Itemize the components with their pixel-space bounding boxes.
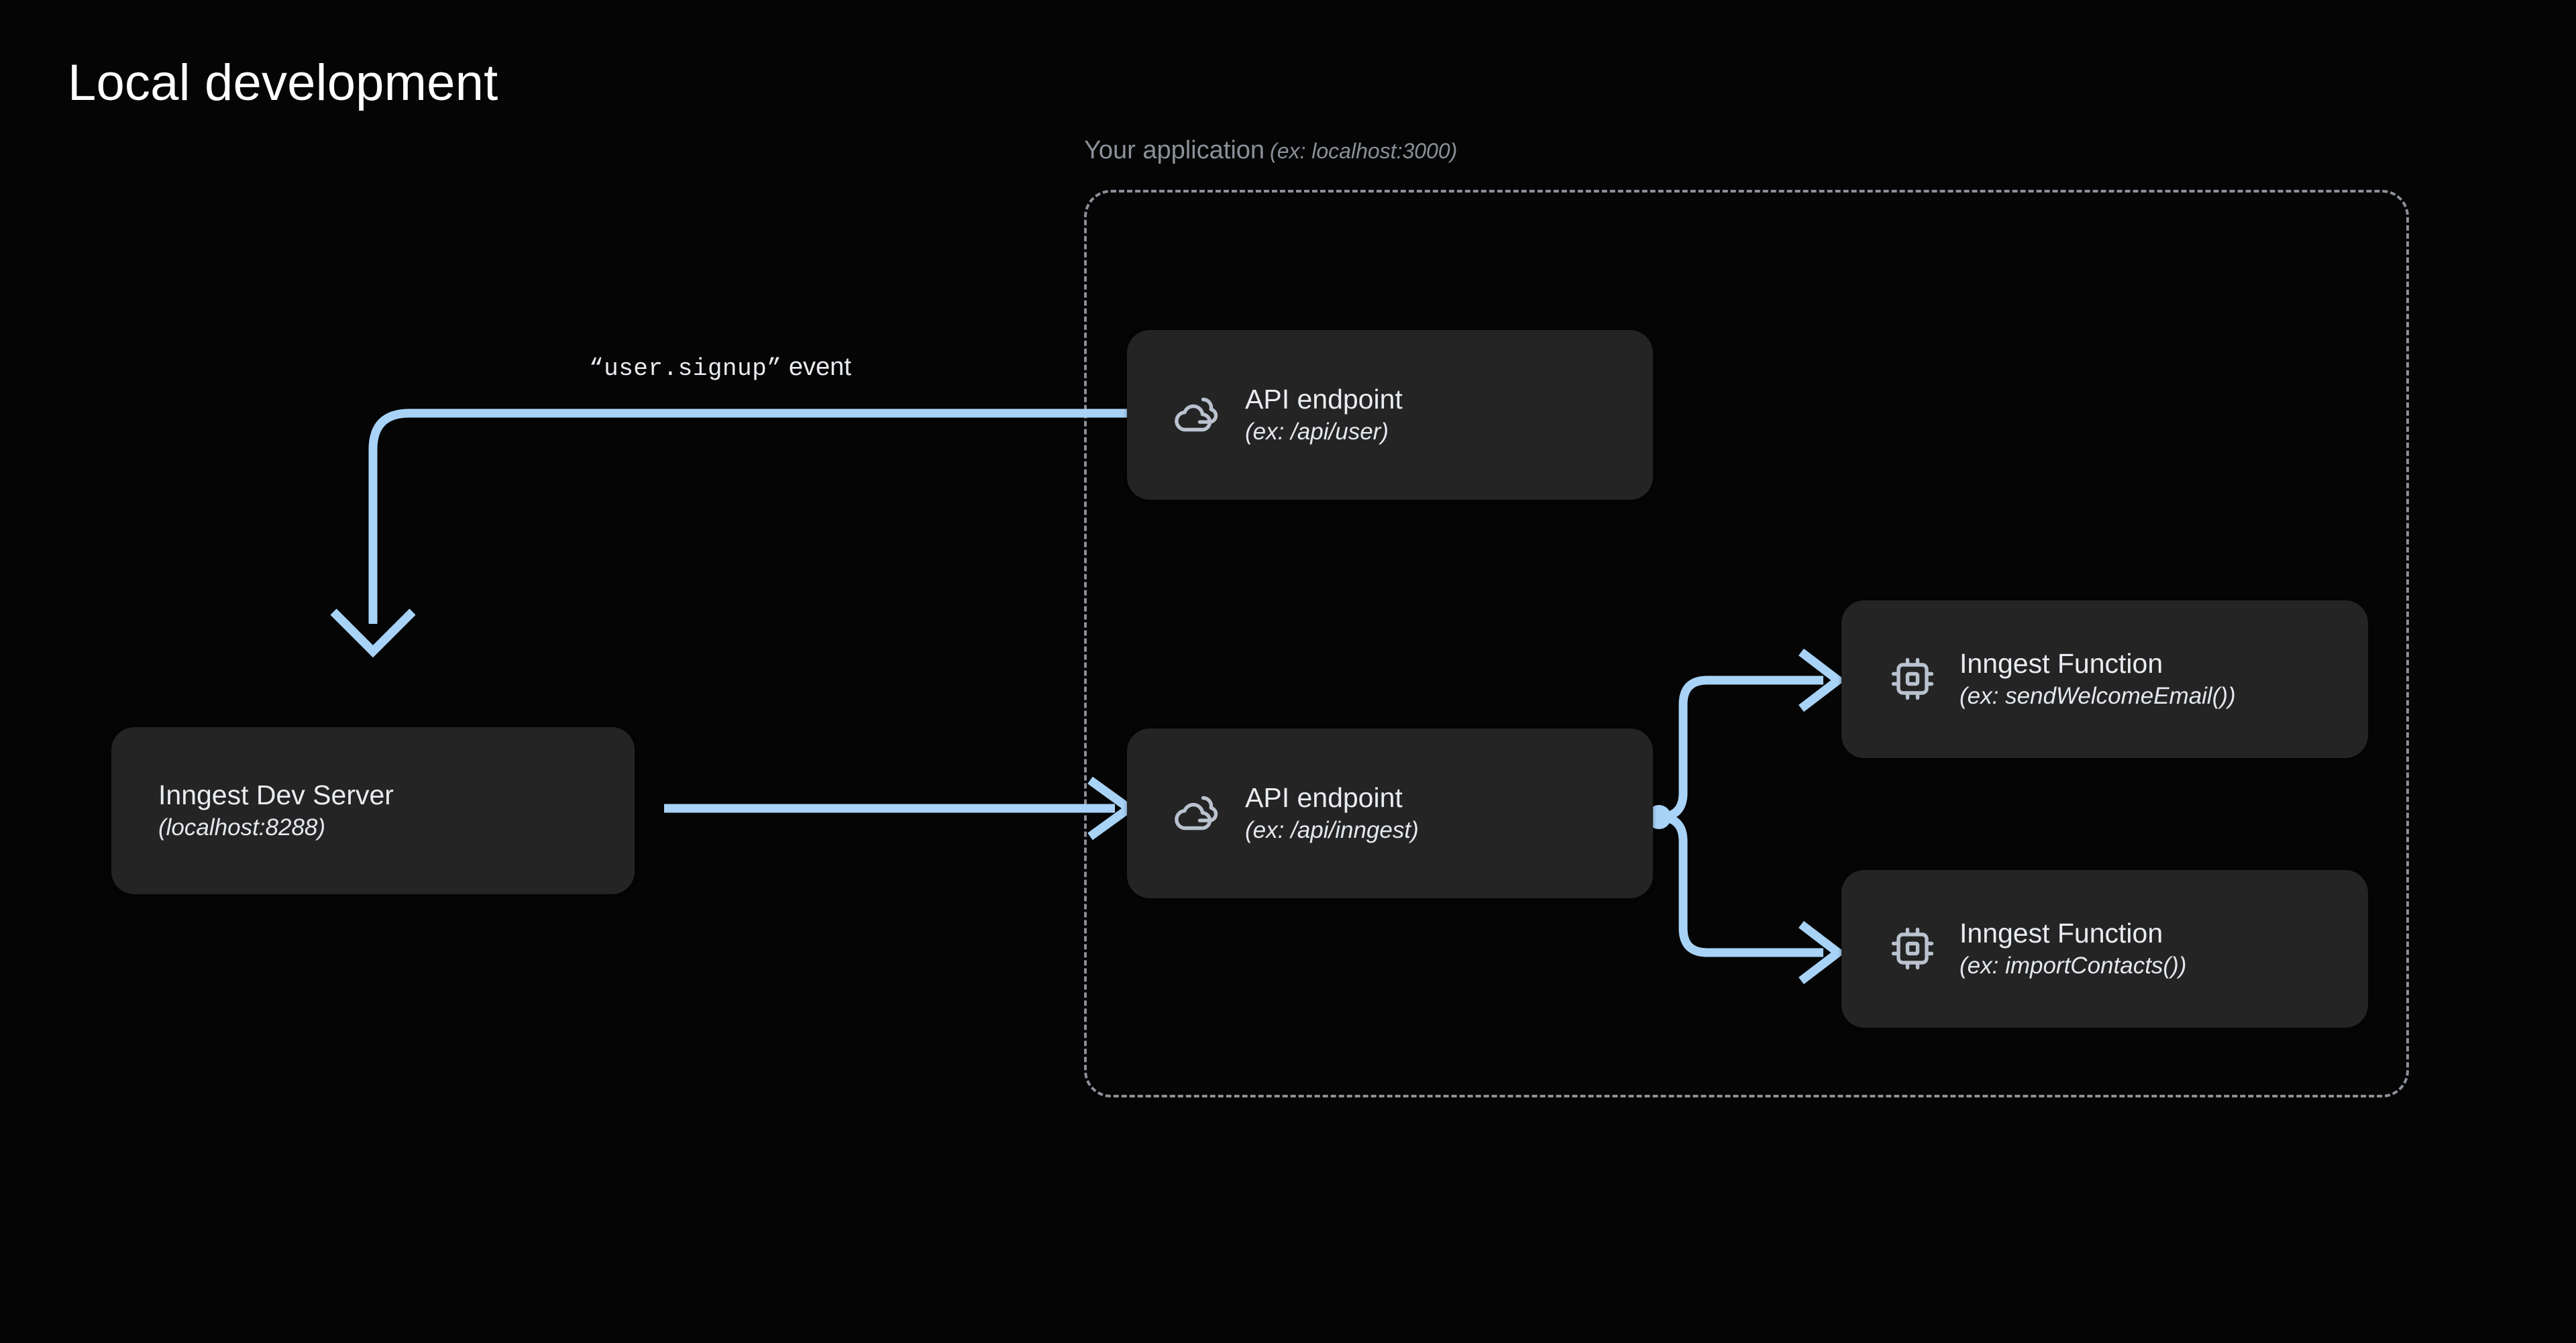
node-api-endpoint-inngest[interactable]: API endpoint (ex: /api/inngest) <box>1127 729 1653 898</box>
application-boundary <box>1084 190 2409 1097</box>
event-label: “user.signup” event <box>589 354 851 381</box>
app-container-label-hint: (ex: localhost:3000) <box>1270 139 1458 163</box>
node-inngest-dev-server[interactable]: Inngest Dev Server (localhost:8288) <box>111 727 635 894</box>
node-api-endpoint-user[interactable]: API endpoint (ex: /api/user) <box>1127 330 1653 500</box>
node-title: Inngest Function <box>1960 918 2163 949</box>
event-label-name: “user.signup” <box>589 355 782 382</box>
node-subtitle: (localhost:8288) <box>158 814 326 841</box>
cpu-icon <box>1888 655 1937 703</box>
cloud-icon <box>1174 390 1222 439</box>
node-title: API endpoint <box>1245 384 1403 415</box>
app-container-label: Your application(ex: localhost:3000) <box>1084 138 1457 163</box>
app-container-label-text: Your application <box>1084 136 1265 164</box>
node-title: Inngest Dev Server <box>158 780 394 811</box>
node-inngest-function-import-contacts[interactable]: Inngest Function (ex: importContacts()) <box>1841 870 2368 1028</box>
cpu-icon <box>1888 924 1937 973</box>
node-inngest-function-send-welcome-email[interactable]: Inngest Function (ex: sendWelcomeEmail()… <box>1841 600 2368 758</box>
node-subtitle: (ex: sendWelcomeEmail()) <box>1960 682 2236 709</box>
node-subtitle: (ex: importContacts()) <box>1960 952 2187 979</box>
connector-event-to-dev-server <box>330 409 1127 658</box>
connector-dev-server-to-api-inngest <box>664 776 1137 841</box>
page-title: Local development <box>68 54 498 111</box>
event-label-word: event <box>782 353 851 381</box>
cloud-icon <box>1174 789 1222 837</box>
node-subtitle: (ex: /api/inngest) <box>1245 816 1419 843</box>
node-title: API endpoint <box>1245 782 1403 814</box>
node-subtitle: (ex: /api/user) <box>1245 418 1389 445</box>
node-title: Inngest Function <box>1960 648 2163 680</box>
